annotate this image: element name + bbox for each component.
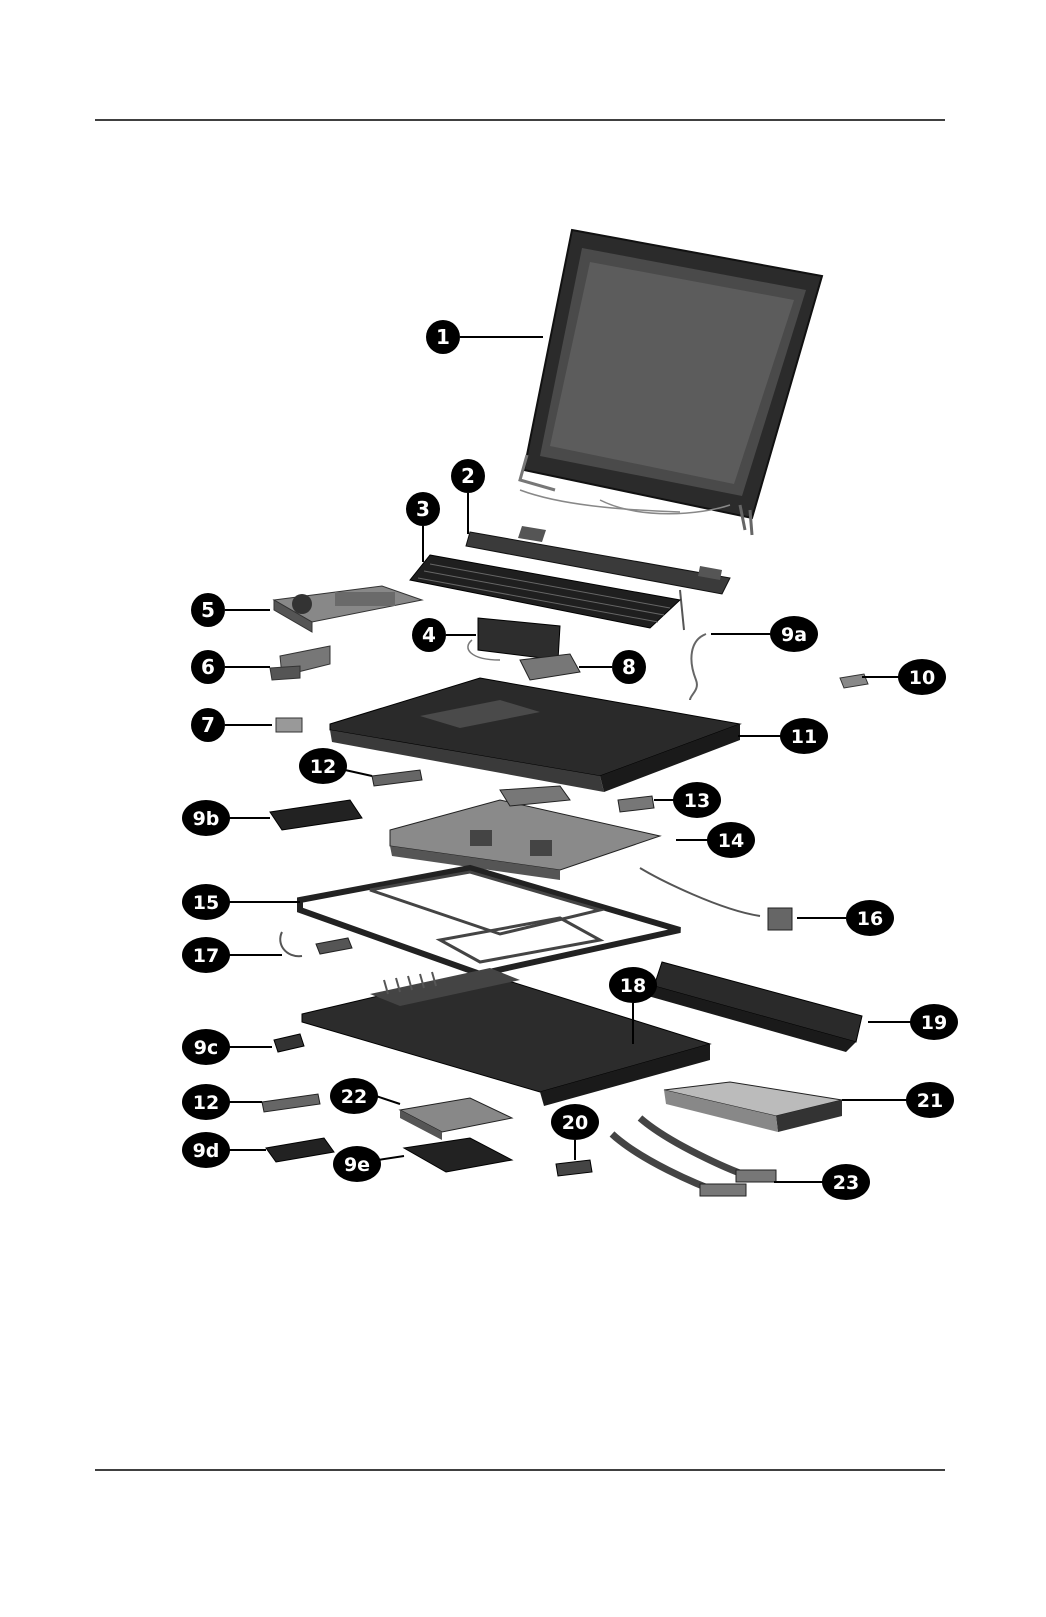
cable-part-23 [612,1118,776,1196]
cover-part-9e [404,1138,512,1172]
callout-23: 23 [822,1164,870,1200]
svg-text:20: 20 [562,1112,588,1134]
callout-9d: 9d [182,1132,230,1168]
base-frame-part [300,868,680,974]
callout-17: 17 [182,937,230,973]
svg-text:3: 3 [416,497,430,521]
callout-3: 3 [406,492,440,526]
svg-text:2: 2 [461,464,475,488]
callout-14: 14 [707,822,755,858]
callout-1: 1 [426,320,460,354]
svg-text:16: 16 [857,908,883,930]
callout-5: 5 [191,593,225,627]
cable-part-16 [640,868,792,930]
svg-text:12: 12 [310,756,336,778]
svg-text:23: 23 [833,1172,859,1194]
callout-4: 4 [412,618,446,652]
processor-part [276,718,302,732]
callout-8: 8 [612,650,646,684]
callout-11: 11 [780,718,828,754]
touchpad-part [468,618,560,660]
svg-text:8: 8 [622,655,636,679]
callout-7: 7 [191,708,225,742]
svg-text:15: 15 [193,892,219,914]
svg-text:21: 21 [917,1090,943,1112]
callout-22: 22 [330,1078,378,1114]
callout-19: 19 [910,1004,958,1040]
memory-module-part-a [372,770,422,786]
svg-text:18: 18 [620,975,646,997]
svg-text:13: 13 [684,790,710,812]
svg-text:9a: 9a [781,624,807,646]
svg-text:1: 1 [436,325,450,349]
card-part-8 [520,654,580,680]
svg-text:5: 5 [201,598,215,622]
callout-9b: 9b [182,800,230,836]
heat-sink-part [274,586,422,632]
svg-text:9d: 9d [193,1140,220,1162]
callout-9a: 9a [770,616,818,652]
svg-text:10: 10 [909,667,935,689]
hard-drive-part [400,1098,512,1140]
display-assembly-part [520,230,822,535]
callout-9e: 9e [333,1146,381,1182]
cover-part-9b [270,800,362,830]
callout-18: 18 [609,967,657,1003]
callout-10: 10 [898,659,946,695]
svg-text:19: 19 [921,1012,947,1034]
callout-12-upper: 12 [299,748,347,784]
svg-text:6: 6 [201,655,215,679]
callout-6: 6 [191,650,225,684]
callout-15: 15 [182,884,230,920]
bracket-part-9c [274,1034,304,1052]
svg-text:12: 12 [193,1092,219,1114]
svg-text:11: 11 [791,726,817,748]
callout-9c: 9c [182,1029,230,1065]
callout-20: 20 [551,1104,599,1140]
svg-text:4: 4 [422,623,436,647]
callout-21: 21 [906,1082,954,1118]
callout-2: 2 [451,459,485,493]
svg-text:7: 7 [201,713,215,737]
callout-16: 16 [846,900,894,936]
cable-part-9a [690,634,706,700]
svg-text:22: 22 [341,1086,367,1108]
svg-text:9b: 9b [193,808,220,830]
optical-drive-part [664,1082,842,1132]
svg-text:9e: 9e [344,1154,370,1176]
module-part-20 [556,1160,592,1176]
svg-text:14: 14 [718,830,744,852]
fan-part [270,646,330,680]
callout-13: 13 [673,782,721,818]
memory-module-part-b [262,1094,320,1112]
svg-text:17: 17 [193,945,219,967]
part-17 [280,932,352,956]
cover-part-9d [266,1138,334,1162]
svg-text:9c: 9c [194,1037,218,1059]
board-part-13 [618,796,654,812]
callout-12-lower: 12 [182,1084,230,1120]
